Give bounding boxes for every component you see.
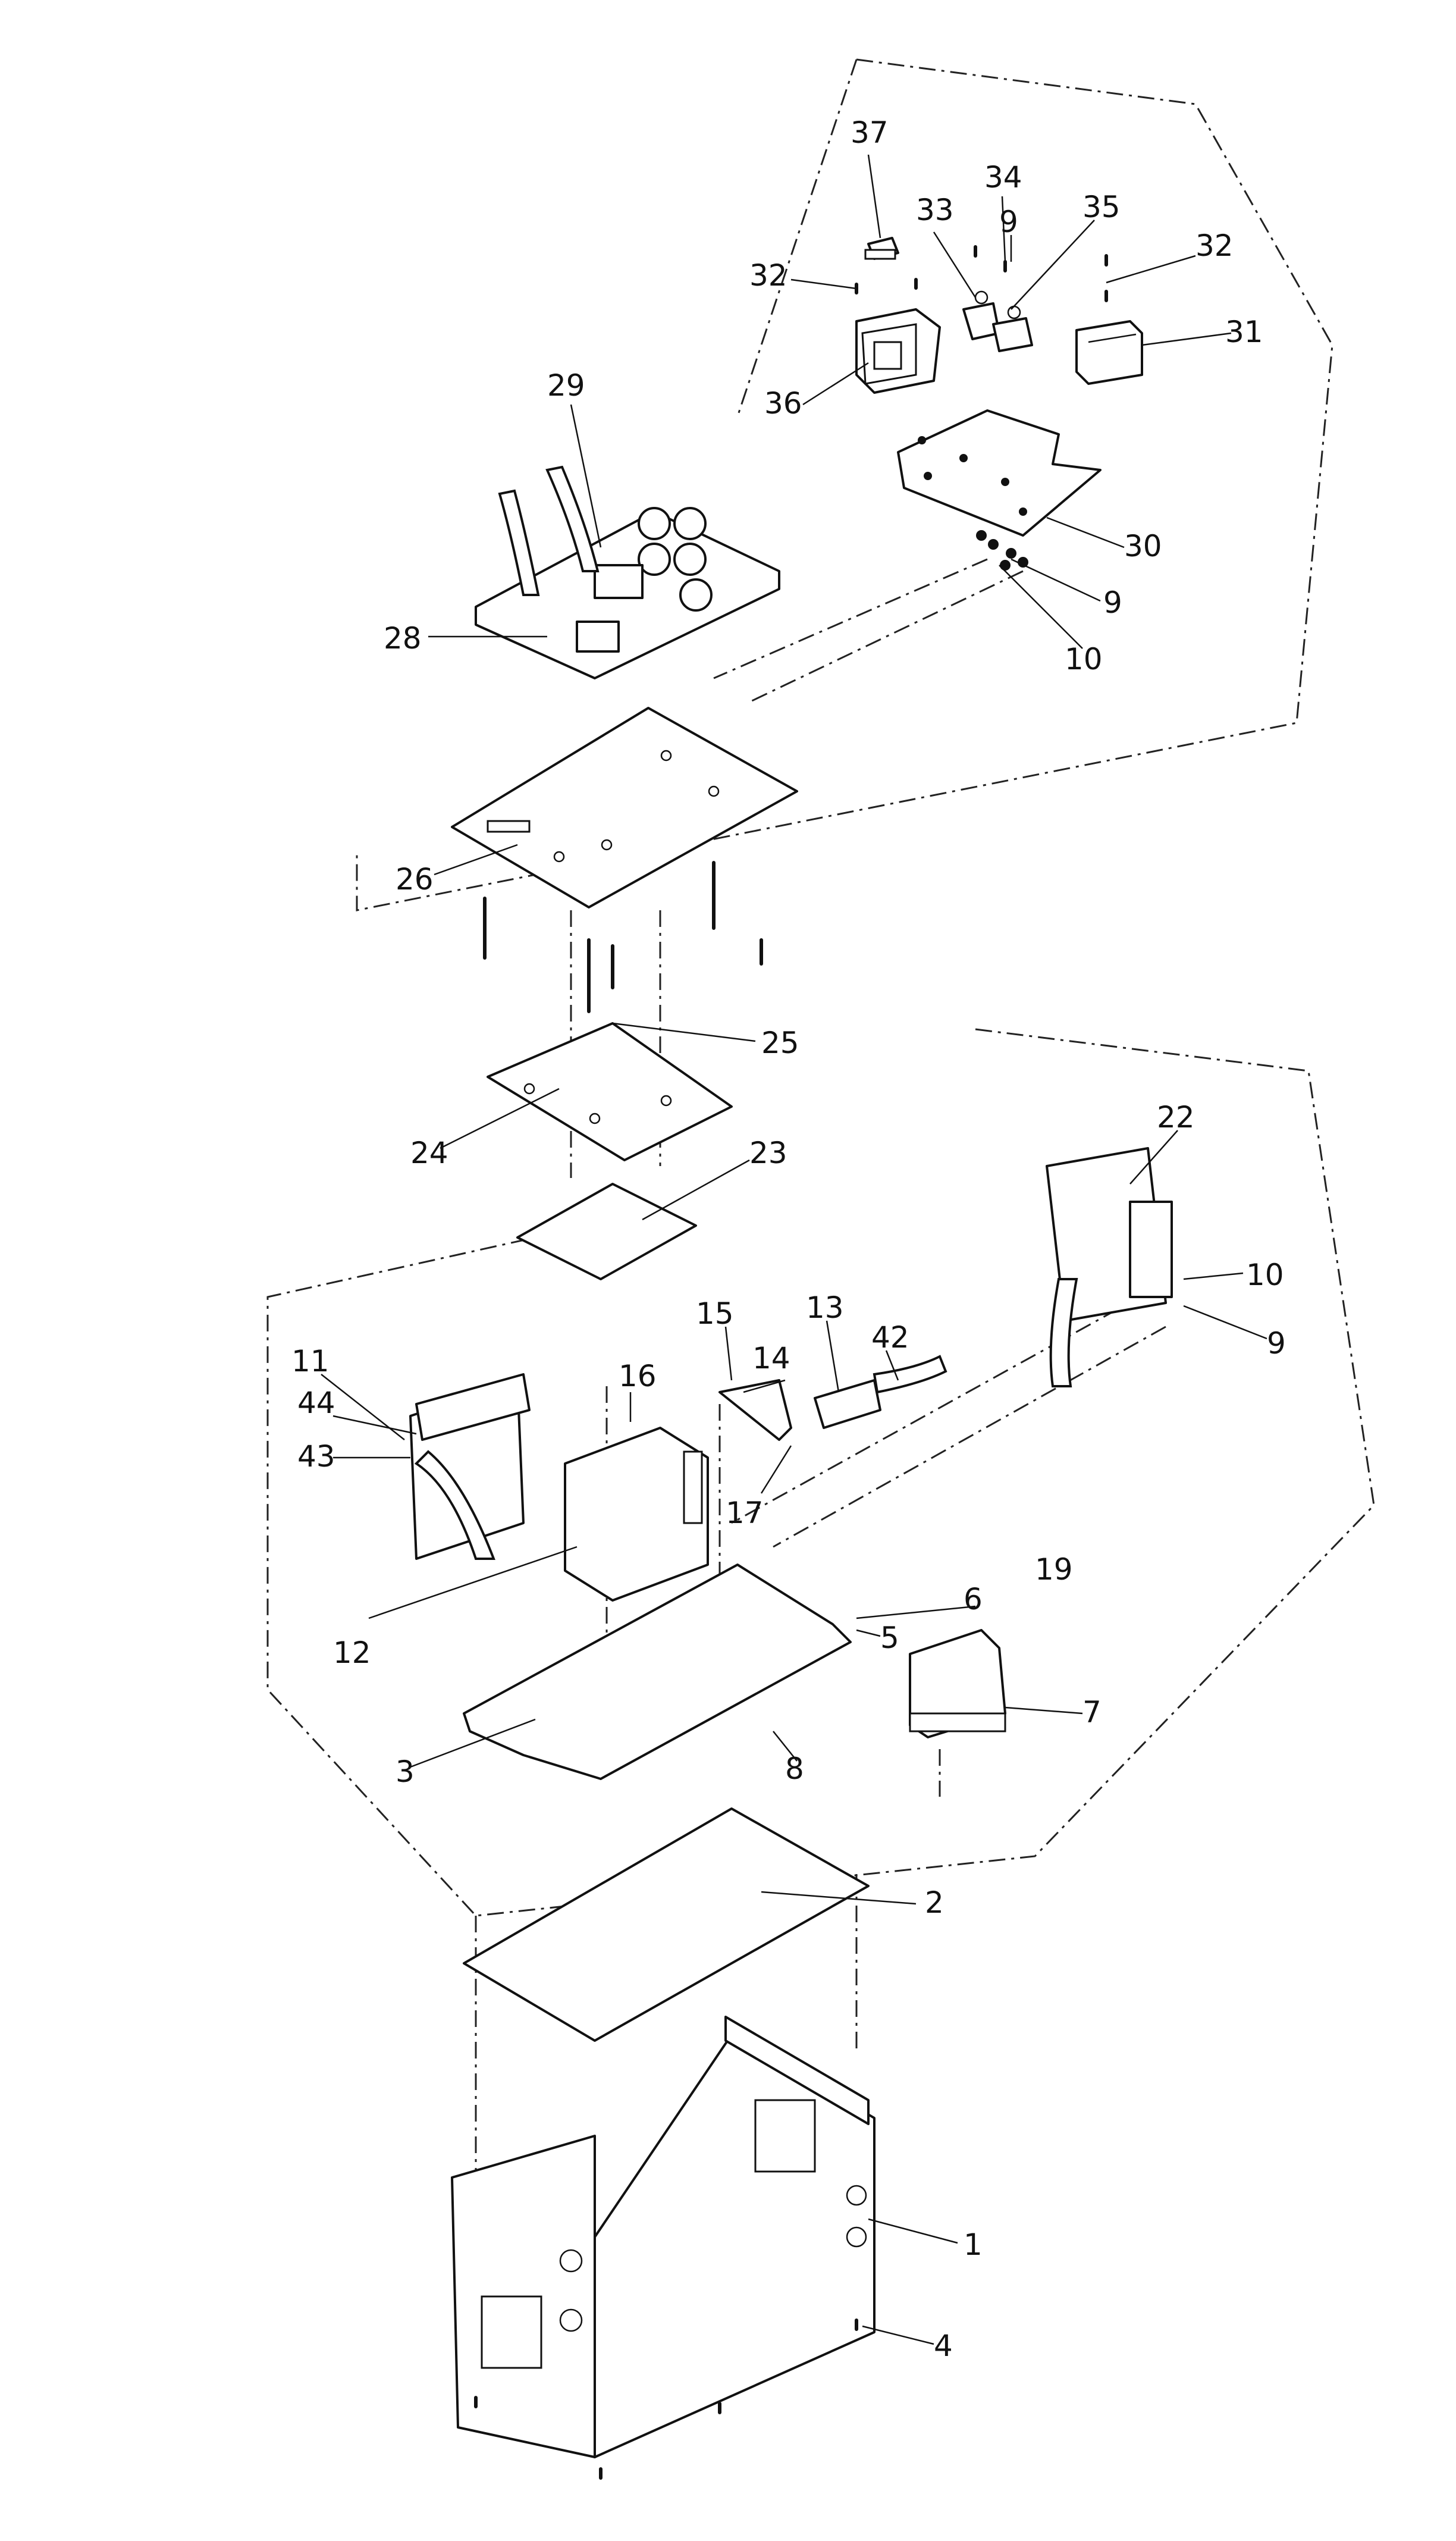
part-14-bracket (718, 1379, 792, 1441)
callout-17: 17 (726, 1496, 764, 1530)
part-22-main-transformer (1046, 1147, 1173, 1387)
callout-10-lower: 10 (1246, 1258, 1284, 1292)
callout-7: 7 (1082, 1695, 1102, 1729)
callout-8: 8 (785, 1752, 804, 1786)
callout-9-top: 9 (999, 205, 1018, 239)
callout-9-mid: 9 (1103, 585, 1122, 620)
callout-35: 35 (1082, 190, 1121, 224)
callout-29: 29 (547, 368, 585, 403)
callout-9-lower: 9 (1267, 1326, 1286, 1361)
part-29-ribbon-cables (498, 465, 600, 596)
callout-15: 15 (696, 1296, 734, 1331)
part-30-control-board (897, 409, 1102, 537)
leader-lines (321, 154, 1267, 2345)
part-37-fuse-holder (864, 237, 899, 260)
callout-23: 23 (749, 1136, 787, 1170)
part-12-heatsink-block (564, 1427, 709, 1602)
part-19-output-inductor (909, 1629, 1006, 1738)
callout-13: 13 (806, 1290, 844, 1325)
nuts-9-10-upper (976, 530, 1028, 571)
part-35-switch (992, 305, 1033, 352)
boundary-lower-assembly (266, 1028, 1375, 1917)
callout-22: 22 (1157, 1100, 1195, 1135)
part-26-mounting-plate (451, 707, 798, 908)
callout-11: 11 (291, 1344, 330, 1378)
callout-labels: 37 34 33 9 35 32 32 31 36 29 30 9 10 28 … (291, 115, 1286, 2363)
part-11-heatsink (409, 1373, 531, 1560)
callout-16: 16 (619, 1359, 657, 1393)
part-3-base-plate (463, 1564, 852, 1780)
callout-6: 6 (964, 1582, 983, 1616)
callout-4: 4 (934, 2329, 953, 2363)
callout-32-right: 32 (1195, 228, 1234, 263)
callout-43: 43 (297, 1439, 335, 1474)
callout-28: 28 (384, 621, 422, 656)
screws-long-26 (483, 861, 763, 1013)
callout-44: 44 (297, 1386, 335, 1420)
callout-2: 2 (925, 1885, 944, 1920)
callout-42: 42 (871, 1320, 909, 1355)
callout-1: 1 (964, 2227, 983, 2262)
part-13-cable-lug (814, 1379, 881, 1429)
callout-31: 31 (1225, 315, 1263, 349)
callout-36: 36 (764, 386, 802, 421)
callout-24: 24 (410, 1136, 448, 1170)
callout-26: 26 (396, 862, 434, 897)
boundary-upper-assembly (356, 58, 1333, 911)
part-2-bottom-panel (463, 1807, 870, 2042)
callout-32-left: 32 (749, 258, 787, 293)
part-28-power-board (475, 507, 780, 679)
part-23-insulation-sheet (516, 1183, 697, 1280)
callout-33: 33 (916, 193, 954, 227)
callout-37: 37 (851, 115, 889, 150)
callout-5: 5 (880, 1621, 899, 1655)
callout-14: 14 (752, 1341, 790, 1376)
screws-bottom (474, 2318, 858, 2480)
part-1-housing (451, 2016, 876, 2458)
callout-10-mid: 10 (1065, 642, 1103, 676)
callout-3: 3 (396, 1754, 415, 1789)
callout-25: 25 (761, 1026, 799, 1060)
part-36-control-transformer (855, 308, 941, 394)
callout-34: 34 (984, 160, 1022, 195)
callout-19: 19 (1035, 1552, 1073, 1587)
part-31-relay (1075, 320, 1143, 385)
part-24-driver-board (487, 1022, 733, 1161)
callout-30: 30 (1124, 529, 1162, 563)
callout-12: 12 (333, 1635, 371, 1670)
part-42-output-cable (873, 1355, 947, 1394)
